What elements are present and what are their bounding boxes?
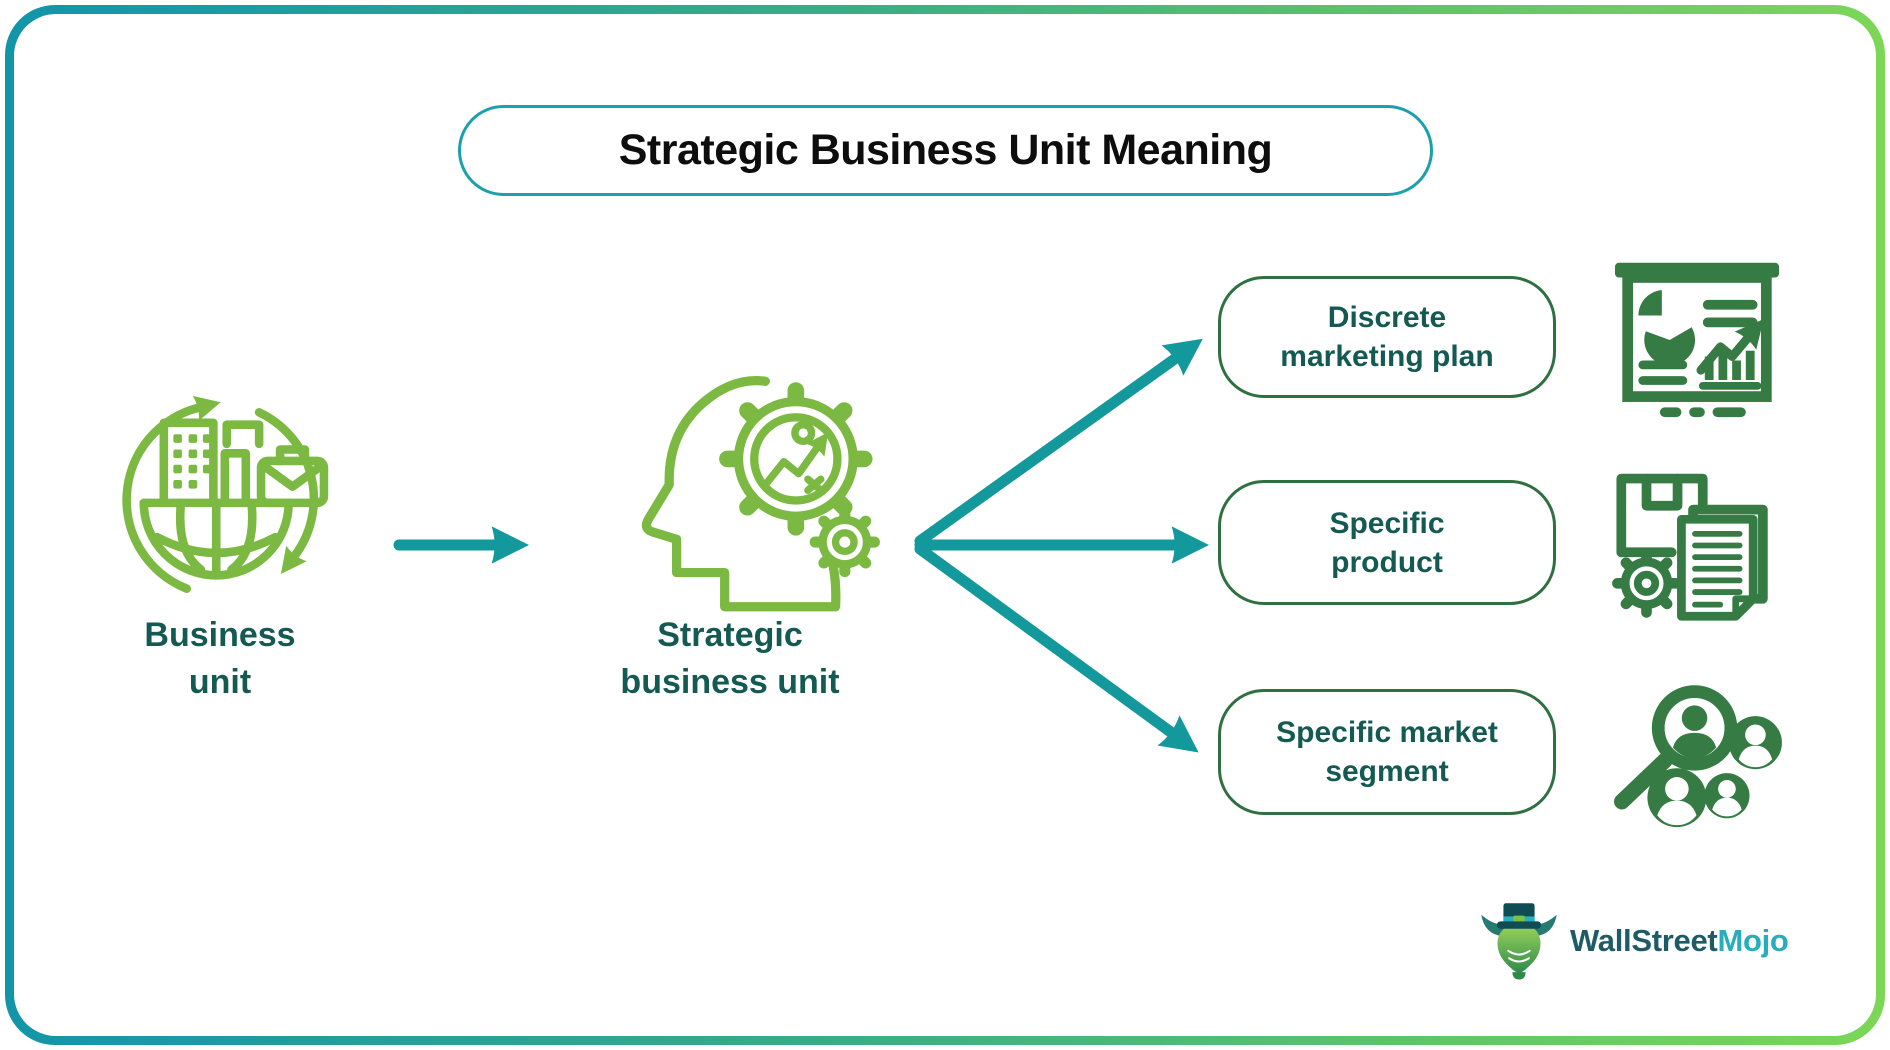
head-gears-strategy-icon bbox=[641, 376, 880, 612]
person-badge bbox=[1728, 716, 1782, 770]
person-badge bbox=[1647, 768, 1707, 828]
market-segment-people-search-icon bbox=[1614, 685, 1782, 828]
person-badge bbox=[1704, 773, 1750, 819]
strategic-business-unit-label: Strategic business unit bbox=[620, 616, 840, 701]
output-box-discrete-marketing-plan: Discrete marketing plan bbox=[1218, 276, 1556, 398]
page-title: Strategic Business Unit Meaning bbox=[618, 126, 1273, 174]
globe-buildings-cycle-icon bbox=[122, 395, 329, 593]
logo-text-mojo: Mojo bbox=[1717, 923, 1789, 958]
strategy-sketch bbox=[761, 421, 829, 495]
output-box-specific-product: Specific product bbox=[1218, 480, 1556, 605]
bull-tophat-logo-icon bbox=[1481, 903, 1557, 980]
output-label: Specific market segment bbox=[1276, 716, 1498, 788]
output-label: Discrete marketing plan bbox=[1280, 301, 1494, 373]
logo-text-wallstreet: WallStreet bbox=[1570, 923, 1718, 958]
title-box: Strategic Business Unit Meaning bbox=[458, 105, 1433, 196]
output-label: Specific product bbox=[1329, 506, 1445, 579]
logo-wordmark: WallStreetMojo bbox=[1570, 923, 1789, 959]
business-unit-label: Business unit bbox=[144, 616, 296, 701]
output-box-specific-market-segment: Specific market segment bbox=[1218, 689, 1556, 815]
wallstreetmojo-logo: WallStreetMojo bbox=[1478, 900, 1789, 982]
product-box-document-gear-icon bbox=[1612, 473, 1768, 621]
presentation-charts-icon bbox=[1614, 262, 1780, 418]
